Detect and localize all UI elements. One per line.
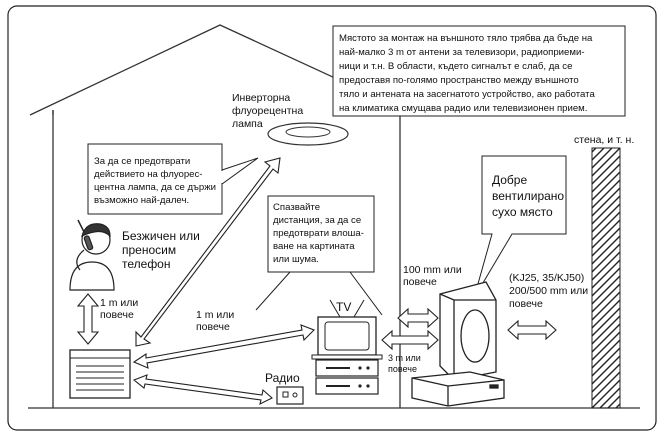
svg-text:центна лампа, да се държи: центна лампа, да се държи bbox=[94, 182, 216, 193]
svg-text:повече: повече bbox=[388, 364, 417, 374]
svg-text:Безжичен или: Безжичен или bbox=[122, 229, 200, 243]
ventilated-place-callout: Добре вентилирано сухо място bbox=[473, 155, 567, 299]
svg-text:вентилирано: вентилирано bbox=[492, 189, 564, 203]
indoor-unit-icon bbox=[69, 349, 131, 399]
radio-label: Радио bbox=[265, 371, 300, 385]
svg-text:3 m или: 3 m или bbox=[388, 353, 421, 363]
ceiling-lamp-icon bbox=[267, 122, 349, 146]
double-arrow-icon bbox=[76, 293, 100, 345]
svg-text:повече: повече bbox=[509, 298, 543, 310]
svg-text:повече: повече bbox=[196, 321, 230, 333]
svg-text:предотврати влоша-: предотврати влоша- bbox=[273, 228, 364, 239]
svg-text:на климатика смущава радио или: на климатика смущава радио или телевизио… bbox=[339, 103, 587, 114]
wall-label: стена, и т. н. bbox=[574, 134, 634, 146]
double-arrow-icon bbox=[381, 329, 439, 351]
double-arrow-icon bbox=[397, 307, 439, 329]
outdoor-unit-icon bbox=[411, 281, 505, 407]
radio-icon bbox=[276, 386, 304, 405]
distance-note: Спазвайте дистанция, за да се предотврат… bbox=[255, 195, 383, 316]
svg-text:преносим: преносим bbox=[122, 243, 176, 257]
outdoor-unit-note: Мястото за монтаж на външното тяло трябв… bbox=[332, 25, 626, 117]
svg-text:предоставя по-голямо пространс: предоставя по-голямо пространство между … bbox=[339, 75, 579, 86]
svg-text:телефон: телефон bbox=[122, 257, 171, 271]
video-recorder-icon bbox=[315, 359, 379, 395]
svg-text:1 m или: 1 m или bbox=[196, 309, 234, 321]
double-arrow-icon bbox=[132, 374, 273, 406]
svg-text:1 m или: 1 m или bbox=[100, 297, 138, 309]
svg-text:Добре: Добре bbox=[492, 173, 527, 187]
svg-text:ване на картината: ване на картината bbox=[273, 241, 355, 252]
svg-text:възможно най-далеч.: възможно най-далеч. bbox=[94, 195, 189, 206]
svg-text:200/500 mm или: 200/500 mm или bbox=[509, 285, 588, 297]
svg-text:действието на флуорес-: действието на флуорес- bbox=[94, 169, 203, 180]
svg-text:флуорецентна: флуорецентна bbox=[232, 105, 303, 117]
svg-text:повече: повече bbox=[403, 276, 437, 288]
svg-text:Мястото за монтаж на външното: Мястото за монтаж на външното тяло трябв… bbox=[339, 33, 593, 44]
svg-text:100 mm или: 100 mm или bbox=[403, 264, 462, 276]
svg-text:или шума.: или шума. bbox=[273, 254, 319, 265]
person-with-phone-icon bbox=[69, 219, 115, 291]
svg-text:(KJ25, 35/KJ50): (KJ25, 35/KJ50) bbox=[509, 272, 584, 284]
outdoor-3m-label: 3 m или повече bbox=[388, 353, 421, 374]
svg-text:сухо място: сухо място bbox=[492, 205, 553, 219]
phone-label: Безжичен или преносим телефон bbox=[122, 229, 200, 271]
diagram-frame bbox=[7, 5, 657, 431]
television-icon bbox=[311, 299, 383, 360]
tv-label: TV bbox=[336, 300, 351, 314]
phone-distance-label: 1 m или повече bbox=[100, 297, 138, 321]
svg-text:тяло и антената на засегнатото: тяло и антената на засегнатото устройств… bbox=[339, 89, 595, 100]
lamp-distance-label: 1 m или повече bbox=[196, 309, 234, 333]
svg-text:лампа: лампа bbox=[232, 118, 263, 130]
outdoor-gap-label: 100 mm или повече bbox=[403, 264, 462, 288]
double-arrow-icon bbox=[132, 324, 315, 369]
fluorescent-note: За да се предотврати действието на флуор… bbox=[87, 143, 259, 215]
svg-text:За да се предотврати: За да се предотврати bbox=[94, 156, 190, 167]
svg-text:ници и т.н. В области, където: ници и т.н. В области, където сигналът е… bbox=[339, 61, 572, 72]
lamp-label: Инверторна флуорецентна лампа bbox=[232, 92, 303, 130]
svg-text:Спазвайте: Спазвайте bbox=[273, 202, 320, 213]
hatched-wall-icon bbox=[591, 147, 621, 409]
double-arrow-icon bbox=[135, 157, 281, 347]
model-gap-label: (KJ25, 35/KJ50) 200/500 mm или повече bbox=[509, 272, 588, 310]
svg-text:дистанция, за да се: дистанция, за да се bbox=[273, 215, 361, 226]
svg-text:най-малко 3 m от антени за тел: най-малко 3 m от антени за телевизори, р… bbox=[339, 47, 585, 58]
svg-text:повече: повече bbox=[100, 309, 134, 321]
double-arrow-icon bbox=[507, 319, 557, 341]
svg-text:Инверторна: Инверторна bbox=[232, 92, 290, 104]
